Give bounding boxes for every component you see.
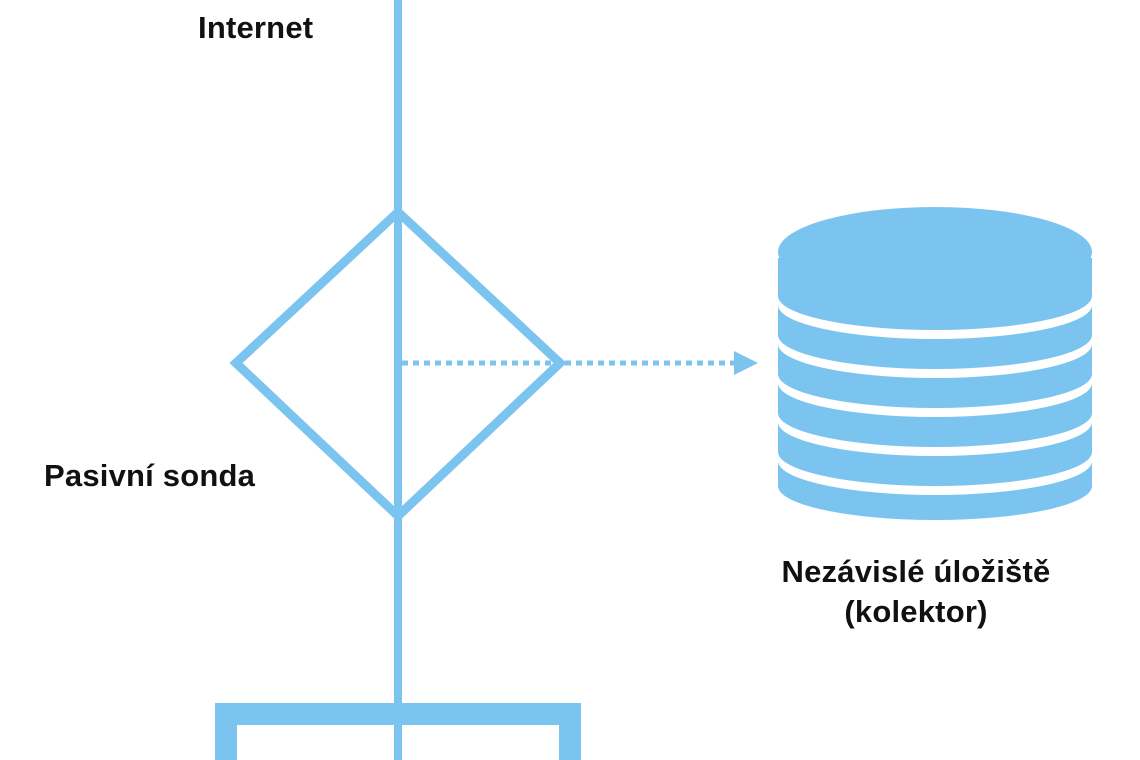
passive-probe-label: Pasivní sonda: [44, 458, 256, 493]
internet-label: Internet: [198, 10, 314, 45]
arrow-head-icon: [734, 351, 758, 375]
database-cylinder-icon: [778, 207, 1092, 520]
storage-label-line2: (kolektor): [844, 594, 988, 629]
storage-label: Nezávislé úložiště (kolektor): [751, 552, 1081, 632]
diamond-probe-icon: [229, 205, 567, 523]
network-device-box-icon: [215, 703, 581, 760]
storage-label-line1: Nezávislé úložiště: [781, 554, 1051, 589]
